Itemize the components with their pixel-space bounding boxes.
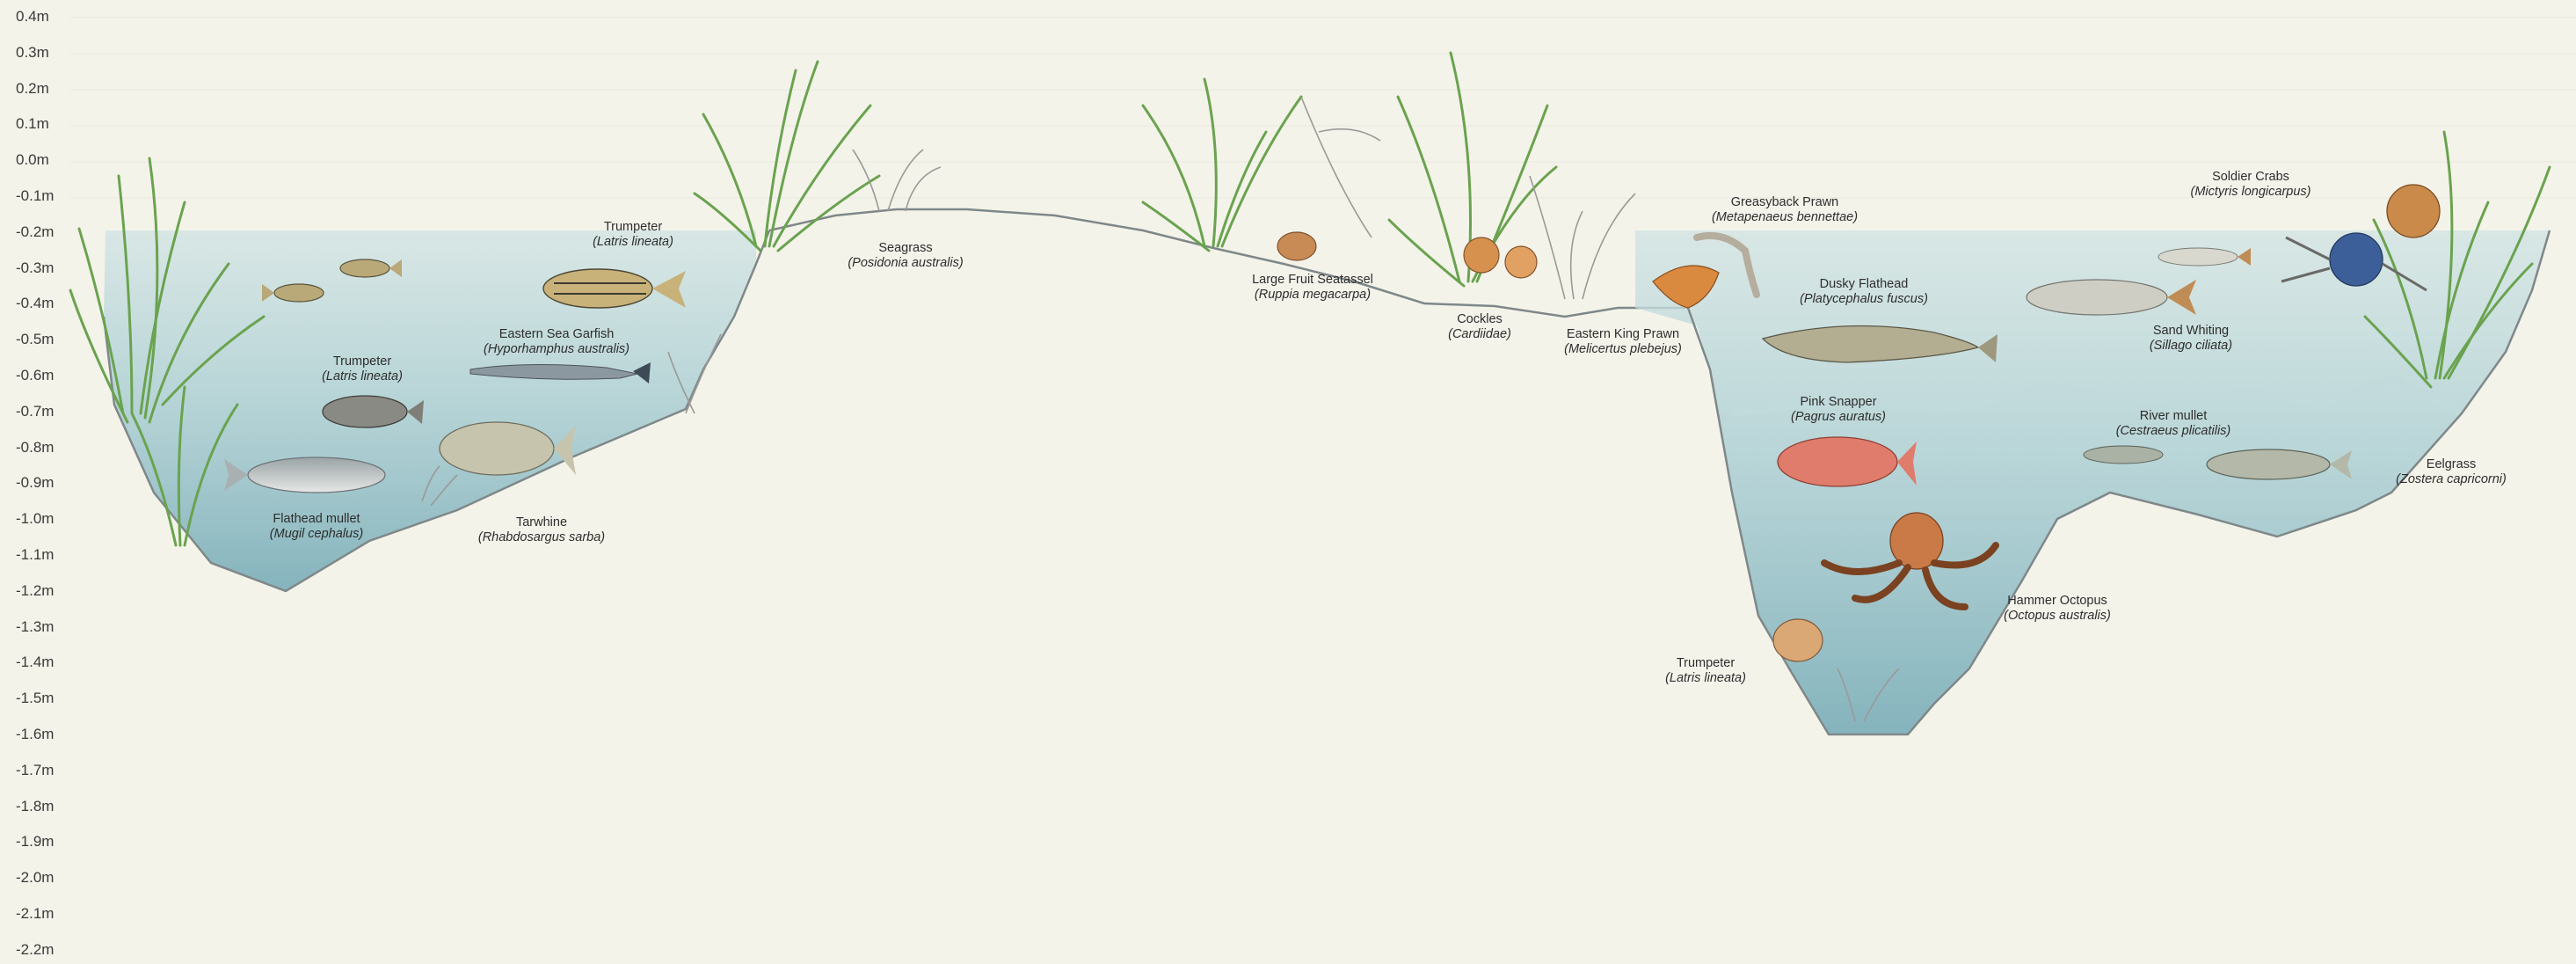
depth-tick-label: -0.2m — [16, 223, 54, 241]
species-common-name: Greasyback Prawn — [1712, 195, 1858, 210]
label-flathead-mullet: Flathead mullet (Mugil cephalus) — [270, 512, 363, 541]
species-scientific-name: (Mugil cephalus) — [270, 527, 363, 542]
seatassel-shell — [1277, 232, 1316, 260]
depth-tick-label: -0.1m — [16, 187, 54, 205]
depth-tick-label: 0.1m — [16, 115, 49, 133]
species-scientific-name: (Latris lineata) — [593, 235, 673, 250]
species-common-name: Tarwhine — [478, 515, 605, 530]
species-common-name: Hammer Octopus — [2004, 594, 2111, 609]
label-eastern-sea-garfish: Eastern Sea Garfish (Hyporhamphus austra… — [484, 327, 629, 356]
label-seagrass: Seagrass (Posidonia australis) — [848, 241, 963, 270]
label-dusky-flathead: Dusky Flathead (Platycephalus fuscus) — [1800, 277, 1928, 306]
species-common-name: Eastern Sea Garfish — [484, 327, 629, 342]
species-scientific-name: (Cestraeus plicatilis) — [2116, 424, 2231, 439]
species-scientific-name: (Platycephalus fuscus) — [1800, 292, 1928, 307]
label-large-fruit-seatassel: Large Fruit Seatassel (Ruppia megacarpa) — [1252, 273, 1373, 302]
depth-tick-label: -1.9m — [16, 833, 54, 851]
species-scientific-name: (Ruppia megacarpa) — [1252, 288, 1373, 303]
species-common-name: Pink Snapper — [1791, 395, 1886, 410]
label-sand-whiting: Sand Whiting (Sillago ciliata) — [2150, 324, 2232, 353]
species-scientific-name: (Zostera capricorni) — [2396, 472, 2507, 487]
depth-tick-label: 0.0m — [16, 151, 49, 169]
species-scientific-name: (Latris lineata) — [1665, 671, 1746, 686]
species-scientific-name: (Cardiidae) — [1448, 327, 1511, 342]
depth-tick-label: -1.8m — [16, 798, 54, 815]
fish-river-mullet-small — [2084, 446, 2163, 464]
seagrass-centre-left-clump — [1143, 79, 1301, 251]
trumpeter-shell-deep — [1773, 619, 1823, 661]
depth-tick-label: -2.2m — [16, 941, 54, 959]
species-common-name: Soldier Crabs — [2191, 170, 2311, 185]
left-basin-water — [104, 230, 756, 591]
depth-tick-label: -0.3m — [16, 259, 54, 277]
species-scientific-name: (Posidonia australis) — [848, 256, 963, 271]
species-common-name: Dusky Flathead — [1800, 277, 1928, 292]
species-scientific-name: (Mictyris longicarpus) — [2191, 185, 2311, 200]
depth-tick-label: -0.4m — [16, 295, 54, 312]
species-scientific-name: (Sillago ciliata) — [2150, 339, 2232, 354]
species-scientific-name: (Pagrus auratus) — [1791, 410, 1886, 425]
species-common-name: Large Fruit Seatassel — [1252, 273, 1373, 288]
label-cockles: Cockles (Cardiidae) — [1448, 312, 1511, 341]
species-common-name: Cockles — [1448, 312, 1511, 327]
species-common-name: River mullet — [2116, 409, 2231, 424]
depth-tick-label: -0.6m — [16, 367, 54, 384]
species-common-name: Trumpeter — [593, 220, 673, 235]
label-trumpeter-2: Trumpeter (Latris lineata) — [322, 354, 403, 383]
label-trumpeter-1: Trumpeter (Latris lineata) — [593, 220, 673, 249]
species-scientific-name: (Metapenaeus bennettae) — [1712, 210, 1858, 225]
label-hammer-octopus: Hammer Octopus (Octopus australis) — [2004, 594, 2111, 623]
depth-tick-label: -1.0m — [16, 510, 54, 528]
depth-tick-label: -1.6m — [16, 726, 54, 743]
depth-tick-label: -1.2m — [16, 582, 54, 600]
label-soldier-crabs: Soldier Crabs (Mictyris longicarpus) — [2191, 170, 2311, 199]
species-scientific-name: (Rhabdosargus sarba) — [478, 530, 605, 545]
species-common-name: Sand Whiting — [2150, 324, 2232, 339]
depth-tick-label: -2.1m — [16, 905, 54, 923]
depth-tick-label: -0.5m — [16, 331, 54, 348]
label-tarwhine: Tarwhine (Rhabdosargus sarba) — [478, 515, 605, 544]
depth-tick-label: 0.3m — [16, 44, 49, 62]
label-greasyback-prawn: Greasyback Prawn (Metapenaeus bennettae) — [1712, 195, 1858, 224]
depth-tick-label: 0.4m — [16, 8, 49, 26]
depth-tick-label: -2.0m — [16, 869, 54, 887]
label-pink-snapper: Pink Snapper (Pagrus auratus) — [1791, 395, 1886, 424]
label-river-mullet: River mullet (Cestraeus plicatilis) — [2116, 409, 2231, 438]
species-common-name: Trumpeter — [1665, 656, 1746, 671]
species-scientific-name: (Hyporhamphus australis) — [484, 342, 629, 357]
species-common-name: Eelgrass — [2396, 457, 2507, 472]
depth-tick-label: -1.4m — [16, 654, 54, 671]
depth-axis: 0.4m 0.3m 0.2m 0.1m 0.0m -0.1m -0.2m -0.3m -0.4m… — [0, 0, 70, 964]
depth-tick-label: 0.2m — [16, 80, 49, 98]
species-scientific-name: (Melicertus plebejus) — [1564, 342, 1682, 357]
label-eastern-king-prawn: Eastern King Prawn (Melicertus plebejus) — [1564, 327, 1682, 356]
label-eelgrass: Eelgrass (Zostera capricorni) — [2396, 457, 2507, 486]
species-common-name: Trumpeter — [322, 354, 403, 369]
species-common-name: Eastern King Prawn — [1564, 327, 1682, 342]
species-common-name: Seagrass — [848, 241, 963, 256]
depth-tick-label: -0.7m — [16, 403, 54, 420]
species-scientific-name: (Octopus australis) — [2004, 609, 2111, 624]
depth-tick-label: -0.8m — [16, 439, 54, 456]
cockle-shells — [1464, 237, 1537, 278]
depth-tick-label: -1.5m — [16, 690, 54, 707]
depth-tick-label: -1.3m — [16, 618, 54, 636]
depth-tick-label: -0.9m — [16, 474, 54, 492]
species-scientific-name: (Latris lineata) — [322, 369, 403, 384]
species-common-name: Flathead mullet — [270, 512, 363, 527]
label-trumpeter-3: Trumpeter (Latris lineata) — [1665, 656, 1746, 685]
depth-tick-label: -1.1m — [16, 546, 54, 564]
depth-tick-label: -1.7m — [16, 762, 54, 779]
